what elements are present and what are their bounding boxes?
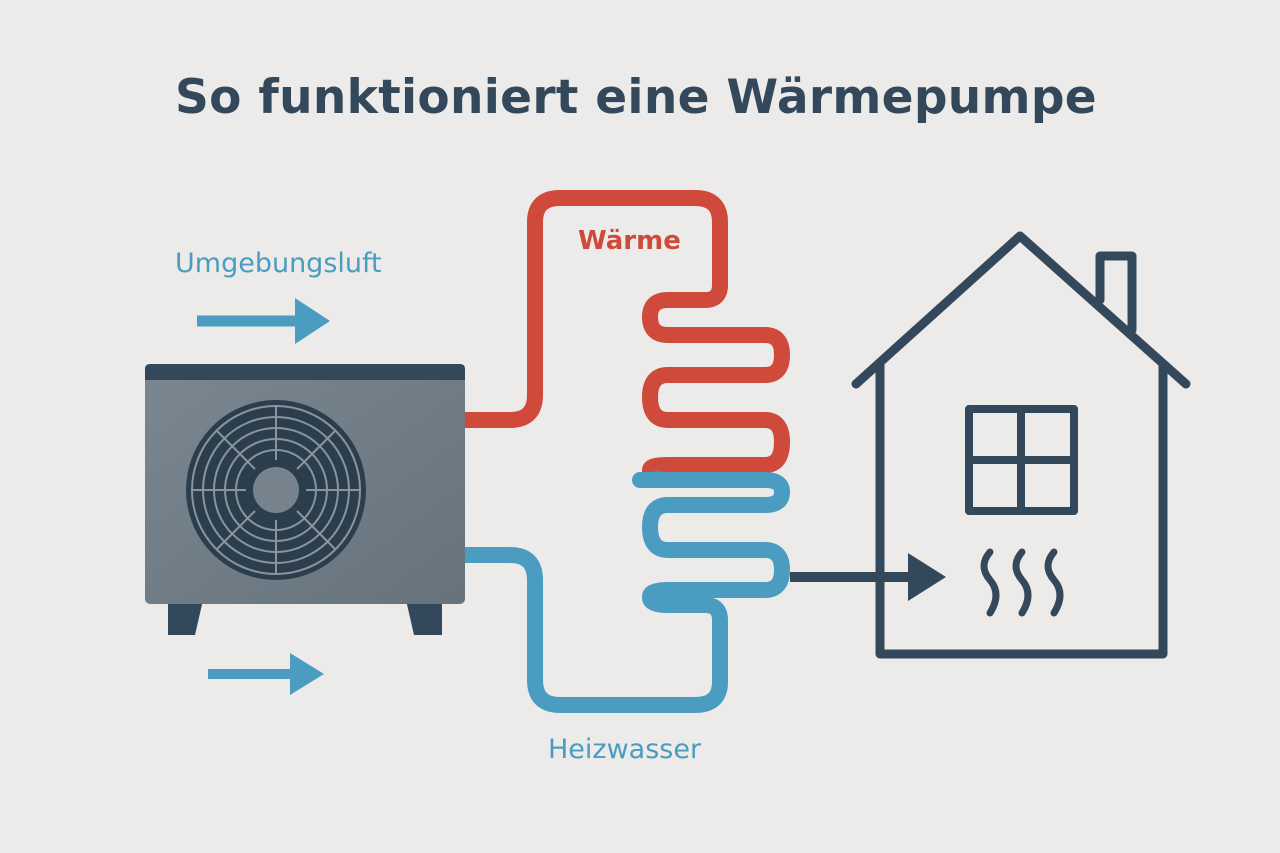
unit-foot-right: [406, 600, 442, 635]
hot-pipe: [454, 190, 790, 478]
heat-wave: [980, 548, 1000, 617]
heat-to-house-arrow: [790, 553, 946, 601]
unit-foot-left: [168, 600, 203, 635]
page-title: So funktioniert eine Wärmepumpe: [175, 70, 1097, 125]
fan-icon: [186, 400, 366, 580]
cold-pipe: [454, 472, 790, 713]
heat-label: Wärme: [578, 226, 681, 256]
heat-wave: [1044, 548, 1064, 617]
air-arrow-top: [197, 298, 330, 344]
heat-wave: [1012, 548, 1032, 617]
house-icon: [851, 231, 1191, 659]
heating-water-label: Heizwasser: [548, 734, 702, 765]
ambient-air-label: Umgebungsluft: [175, 248, 382, 279]
outdoor-unit: [145, 364, 465, 635]
air-arrow-bottom: [208, 653, 324, 695]
